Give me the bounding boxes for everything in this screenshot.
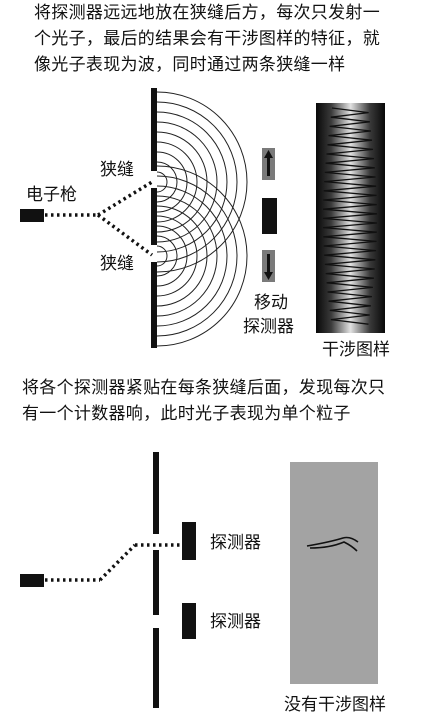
interference-screen bbox=[316, 103, 385, 333]
no-interference-label: 没有干涉图样 bbox=[284, 695, 386, 715]
description-particle-line-1: 将各个探测器紧贴在每条狭缝后面，发现每次只 bbox=[22, 378, 386, 398]
description-wave: 将探测器远远地放在狭缝后方，每次只发射一 个光子，最后的结果会有干涉图样的特征，… bbox=[34, 0, 380, 78]
double-slit-barrier bbox=[151, 88, 157, 348]
moving-detectors bbox=[262, 148, 277, 282]
detector-label-upper: 探测器 bbox=[210, 533, 261, 553]
double-slit-barrier bbox=[153, 452, 159, 708]
electron-gun-label: 电子枪 bbox=[26, 185, 77, 205]
particle-diagram: 探测器 探测器 没有干涉图样 bbox=[20, 452, 386, 715]
photon-path bbox=[45, 543, 180, 582]
electron-gun-icon bbox=[20, 574, 44, 587]
slit-label-upper: 狭缝 bbox=[100, 160, 134, 180]
particle-screen bbox=[290, 462, 378, 684]
move-arrow-icon bbox=[264, 150, 273, 280]
particle-hits bbox=[306, 536, 359, 552]
detector-label-lower: 探测器 bbox=[210, 612, 261, 632]
description-particle-line-2: 有一个计数器响，此时光子表现为单个粒子 bbox=[22, 404, 351, 424]
slit-label-lower: 狭缝 bbox=[100, 254, 134, 274]
moving-detector-label-2: 探测器 bbox=[243, 317, 294, 337]
description-particle: 将各个探测器紧贴在每条狭缝后面，发现每次只 有一个计数器响，此时光子表现为单个粒… bbox=[22, 375, 385, 427]
description-wave-line-3: 像光子表现为波，同时通过两条狭缝一样 bbox=[34, 55, 346, 75]
description-wave-line-2: 个光子，最后的结果会有干涉图样的特征，就 bbox=[34, 29, 380, 49]
interference-pattern-label: 干涉图样 bbox=[322, 340, 390, 360]
description-wave-line-1: 将探测器远远地放在狭缝后方，每次只发射一 bbox=[34, 3, 380, 23]
wave-diagram: 狭缝 狭缝 电子枪 移动 探测器 干涉图样 bbox=[20, 88, 390, 360]
moving-detector-label-1: 移动 bbox=[254, 293, 288, 313]
detector-lower bbox=[182, 603, 196, 639]
wave-fronts bbox=[156, 91, 248, 347]
detector-upper bbox=[182, 522, 196, 560]
interference-fringes bbox=[322, 107, 378, 325]
photon-paths bbox=[45, 180, 154, 257]
electron-gun-icon bbox=[20, 209, 44, 222]
